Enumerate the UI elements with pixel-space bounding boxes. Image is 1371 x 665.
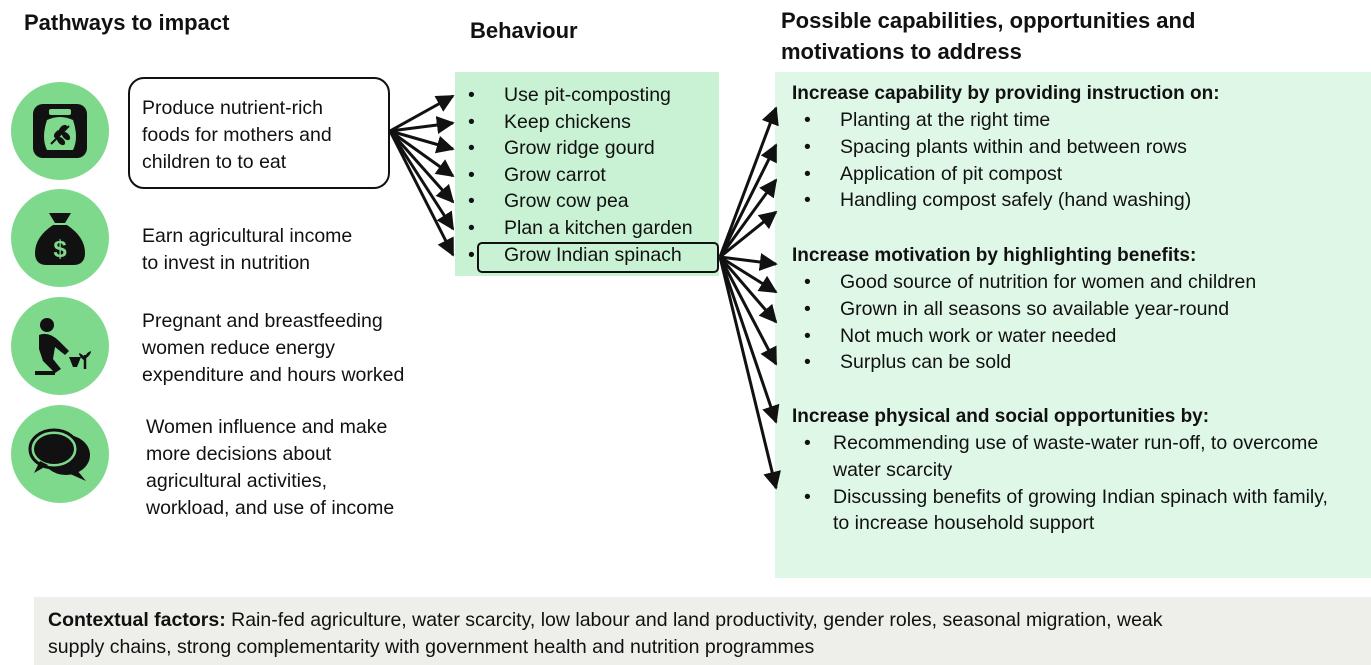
capabilities-heading: Possible capabilities, opportunities and…	[781, 5, 1195, 67]
motivation-title: Increase motivation by highlighting bene…	[792, 245, 1197, 266]
selected-behaviour-box	[477, 242, 719, 273]
arrow-to-option-10	[718, 256, 781, 490]
pathway-icon-2: $	[11, 189, 109, 287]
behaviour-item: Grow cow pea	[456, 188, 693, 215]
arrow-to-behaviour-3	[389, 129, 455, 154]
pathway-text-1: Produce nutrient-rich foods for mothers …	[142, 95, 332, 176]
capability-list: Planting at the right time Spacing plant…	[792, 107, 1220, 214]
arrow-to-option-8	[718, 256, 778, 366]
contextual-factors-label: Contextual factors:	[48, 609, 226, 631]
capability-title: Increase capability by providing instruc…	[792, 83, 1220, 104]
pathway-4-line-1: Women influence and make	[146, 416, 388, 438]
contextual-factors-line-1: Contextual factors: Rain-fed agriculture…	[48, 607, 1357, 634]
arrow-to-behaviour-7	[388, 130, 455, 257]
svg-text:$: $	[53, 236, 67, 263]
pathway-text-2: Earn agricultural income to invest in nu…	[142, 223, 352, 277]
capability-item: Application of pit compost	[792, 161, 1220, 188]
pathway-highlight-box	[128, 77, 390, 189]
pathway-2-line-1: Earn agricultural income	[142, 225, 353, 247]
person-planting-icon	[35, 318, 91, 375]
pathway-4-line-3: agricultural activities,	[146, 470, 327, 492]
motivation-section: Increase motivation by highlighting bene…	[792, 242, 1256, 376]
arrow-to-option-2	[718, 143, 778, 258]
pathway-3-line-3: expenditure and hours worked	[142, 364, 405, 386]
motivation-list: Good source of nutrition for women and c…	[792, 269, 1256, 376]
behaviour-heading: Behaviour	[470, 18, 578, 43]
arrow-to-option-7	[718, 256, 778, 324]
pathway-icon-3	[11, 297, 109, 395]
motivation-item: Good source of nutrition for women and c…	[792, 269, 1256, 296]
opportunity-item: Recommending use of waste-water run-off,…	[792, 430, 1328, 484]
motivation-item: Not much work or water needed	[792, 323, 1256, 350]
chat-bubbles-icon	[28, 428, 90, 481]
opportunity-item: Discussing benefits of growing Indian sp…	[792, 484, 1328, 538]
money-bag-icon: $	[35, 213, 85, 265]
opportunity-item-1-line-2: water scarcity	[833, 458, 953, 481]
arrow-to-behaviour-1	[389, 94, 455, 133]
capabilities-heading-line1: Possible capabilities, opportunities and	[781, 8, 1196, 33]
capability-item: Spacing plants within and between rows	[792, 134, 1220, 161]
pathway-1-line-2: foods for mothers and	[142, 124, 332, 146]
grain-sack-icon	[33, 104, 87, 158]
pathway-3-line-1: Pregnant and breastfeeding	[142, 310, 383, 332]
pathway-icon-4	[11, 405, 109, 503]
pathway-4-line-4: workload, and use of income	[146, 497, 395, 519]
arrow-to-option-9	[718, 256, 780, 424]
pathway-1-line-1: Produce nutrient-rich	[142, 97, 324, 119]
opportunity-item-2-line-1: Discussing benefits of growing Indian sp…	[833, 485, 1328, 508]
pathway-4-line-2: more decisions about	[146, 443, 332, 465]
capabilities-heading-line2: motivations to address	[781, 39, 1022, 64]
arrow-to-behaviour-6	[388, 130, 455, 231]
opportunity-item-1-line-1: Recommending use of waste-water run-off,…	[833, 432, 1319, 454]
contextual-factors-text: Rain-fed agriculture, water scarcity, lo…	[225, 609, 1163, 631]
arrow-to-behaviour-5	[388, 130, 455, 204]
opportunity-list: Recommending use of waste-water run-off,…	[792, 430, 1328, 537]
pathway-1-line-3: children to to eat	[142, 151, 287, 173]
arrow-to-option-5	[719, 253, 778, 271]
opportunity-item-2-line-2: to increase household support	[833, 512, 1095, 535]
behaviour-item: Keep chickens	[456, 109, 693, 136]
motivation-item: Surplus can be sold	[792, 349, 1256, 376]
arrow-to-option-1	[718, 106, 779, 258]
pathways-heading: Pathways to impact	[24, 10, 230, 35]
arrow-to-option-4	[719, 210, 778, 259]
arrow-to-option-6	[719, 255, 778, 294]
behaviour-item: Use pit-composting	[456, 82, 693, 109]
opportunity-title: Increase physical and social opportuniti…	[792, 406, 1210, 427]
capability-item: Handling compost safely (hand washing)	[792, 187, 1220, 214]
behaviour-list: Use pit-composting Keep chickens Grow ri…	[456, 82, 693, 268]
arrow-to-behaviour-4	[389, 129, 455, 178]
arrow-to-option-3	[718, 178, 778, 258]
contextual-factors-line-2: supply chains, strong complementarity wi…	[48, 636, 815, 658]
capability-item: Planting at the right time	[792, 107, 1220, 134]
pathway-icon-1	[11, 82, 109, 180]
opportunity-section: Increase physical and social opportuniti…	[792, 403, 1328, 537]
pathway-2-line-2: to invest in nutrition	[142, 252, 311, 274]
motivation-item: Grown in all seasons so available year-r…	[792, 296, 1256, 323]
arrow-to-behaviour-2	[389, 116, 455, 134]
behaviour-item: Grow ridge gourd	[456, 135, 693, 162]
capability-section: Increase capability by providing instruc…	[792, 80, 1220, 214]
behaviour-item: Plan a kitchen garden	[456, 215, 693, 242]
behaviour-item: Grow carrot	[456, 162, 693, 189]
pathway-text-3: Pregnant and breastfeeding women reduce …	[142, 308, 404, 389]
pathway-3-line-2: women reduce energy	[142, 337, 335, 359]
contextual-factors-panel: Contextual factors: Rain-fed agriculture…	[34, 597, 1371, 665]
behaviour-item: Grow Indian spinach	[456, 242, 693, 269]
pathway-text-4: Women influence and make more decisions …	[146, 414, 394, 522]
